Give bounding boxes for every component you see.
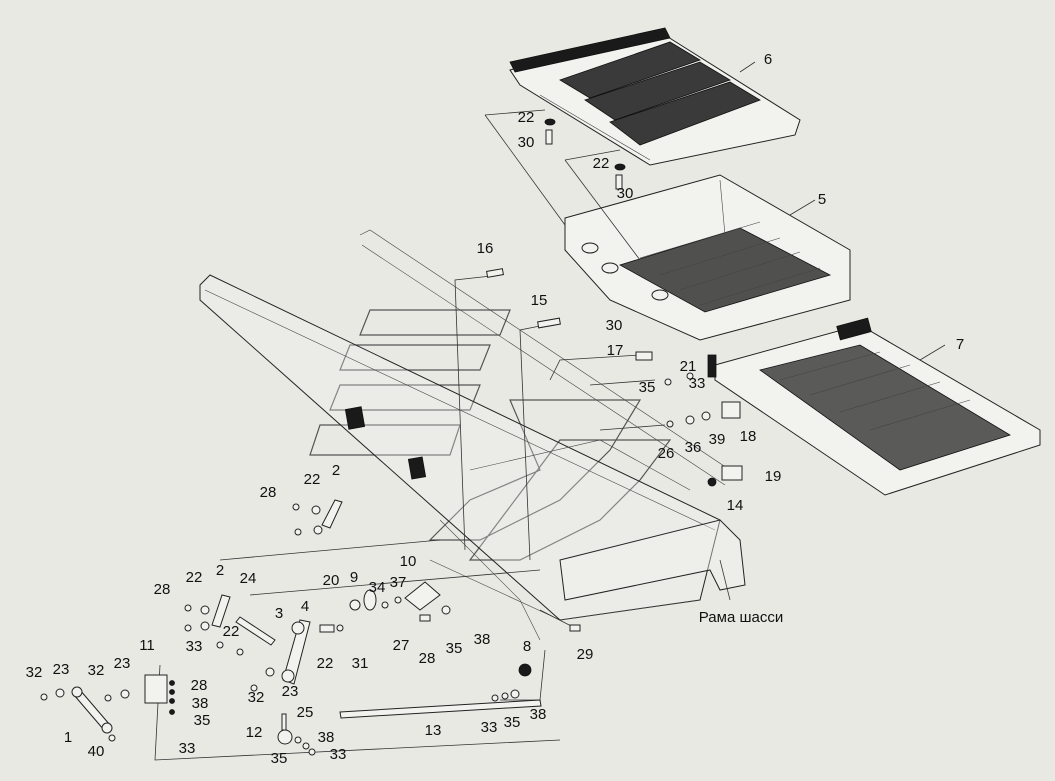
callout-18: 18 <box>740 428 757 445</box>
callout-20: 20 <box>323 572 340 589</box>
callout-30: 30 <box>518 134 535 151</box>
callout-9: 9 <box>350 569 358 586</box>
callout-32: 32 <box>26 664 43 681</box>
callout-23: 23 <box>114 655 131 672</box>
callout-29: 29 <box>577 646 594 663</box>
callout-14: 14 <box>727 497 744 514</box>
callout-16: 16 <box>477 240 494 257</box>
callout-22: 22 <box>223 623 240 640</box>
part-6-top-sieve <box>509 27 801 166</box>
callout-28: 28 <box>154 581 171 598</box>
callout-31: 31 <box>352 655 369 672</box>
callout-12: 12 <box>246 724 263 741</box>
frame-plate-left <box>344 406 366 430</box>
top-fasteners <box>486 118 743 487</box>
callout-28: 28 <box>191 677 208 694</box>
callout-32: 32 <box>88 662 105 679</box>
callout-3: 3 <box>275 605 283 622</box>
callout-28: 28 <box>419 650 436 667</box>
callout-23: 23 <box>53 661 70 678</box>
callout-36: 36 <box>685 439 702 456</box>
callout-6: 6 <box>764 51 772 68</box>
callout-10: 10 <box>400 553 417 570</box>
callout-34: 34 <box>369 579 386 596</box>
lower-linkage <box>40 499 581 756</box>
callout-26: 26 <box>658 445 675 462</box>
callout-13: 13 <box>425 722 442 739</box>
callout-35: 35 <box>446 640 463 657</box>
callout-8: 8 <box>523 638 531 655</box>
callout-33: 33 <box>481 719 498 736</box>
callout-40: 40 <box>88 743 105 760</box>
callout-35: 35 <box>639 379 656 396</box>
callout-22: 22 <box>186 569 203 586</box>
callout-21: 21 <box>680 358 697 375</box>
callout-35: 35 <box>194 712 211 729</box>
callout-24: 24 <box>240 570 257 587</box>
callout-19: 19 <box>765 468 782 485</box>
callout-4: 4 <box>301 598 309 615</box>
callout-32: 32 <box>248 689 265 706</box>
callout-27: 27 <box>393 637 410 654</box>
callout-22: 22 <box>593 155 610 172</box>
callout-33: 33 <box>689 375 706 392</box>
callout-7: 7 <box>956 336 964 353</box>
chassis-frame <box>199 229 746 641</box>
callout-30: 30 <box>606 317 623 334</box>
callout-35: 35 <box>271 750 288 767</box>
callout-5: 5 <box>818 191 826 208</box>
callout-38: 38 <box>318 729 335 746</box>
callout-33: 33 <box>179 740 196 757</box>
callout-labels: 6 5 7 22 30 22 30 16 15 30 17 21 35 33 2… <box>26 51 965 767</box>
chassis-frame-caption: Рама шасси <box>699 609 783 626</box>
callout-2: 2 <box>216 562 224 579</box>
callout-11: 11 <box>139 637 155 654</box>
callout-38: 38 <box>474 631 491 648</box>
callout-1: 1 <box>64 729 72 746</box>
part-5-middle-sieve <box>564 174 851 341</box>
callout-28: 28 <box>260 484 277 501</box>
callout-35: 35 <box>504 714 521 731</box>
callout-22: 22 <box>518 109 535 126</box>
frame-plate-mid <box>407 456 427 480</box>
callout-33: 33 <box>330 746 347 763</box>
watermark-logo <box>309 309 672 561</box>
callout-33: 33 <box>186 638 203 655</box>
callout-17: 17 <box>607 342 624 359</box>
callout-37: 37 <box>390 574 407 591</box>
callout-39: 39 <box>709 431 726 448</box>
callout-38: 38 <box>192 695 209 712</box>
callout-15: 15 <box>531 292 548 309</box>
callout-2: 2 <box>332 462 340 479</box>
callout-25: 25 <box>297 704 314 721</box>
part-7-lower-sieve <box>707 317 1041 496</box>
callout-23: 23 <box>282 683 299 700</box>
callout-30: 30 <box>617 185 634 202</box>
callout-22: 22 <box>304 471 321 488</box>
callout-22: 22 <box>317 655 334 672</box>
callout-38: 38 <box>530 706 547 723</box>
